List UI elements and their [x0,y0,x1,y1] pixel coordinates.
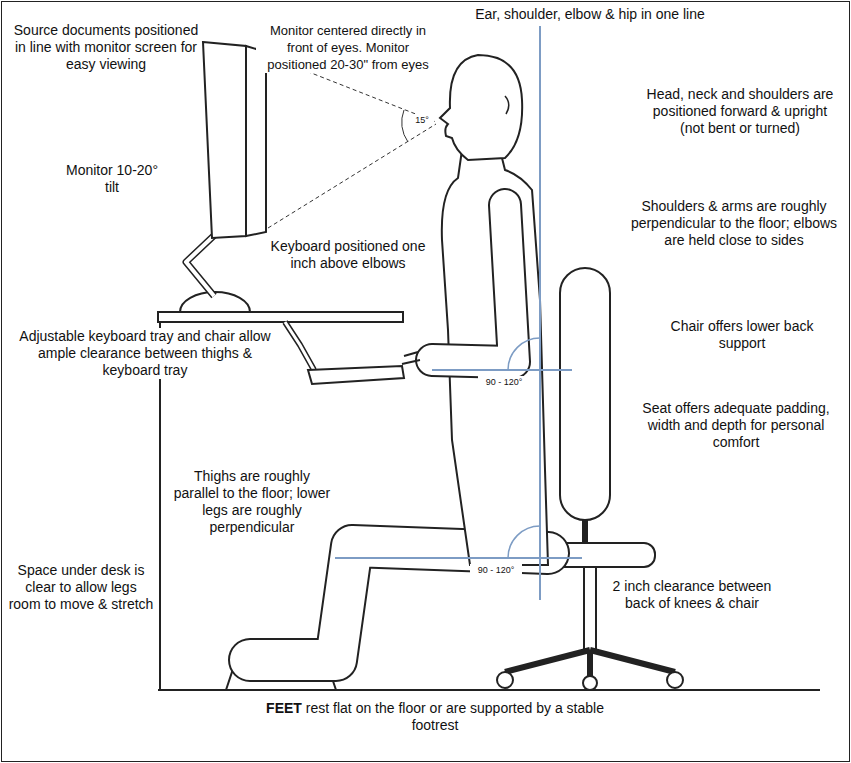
note-label: Monitor 10-20° tilt [66,162,158,196]
footnote: FEETrest flat on the floor or are suppor… [255,700,615,734]
note-label: Keyboard positioned one inch above elbow… [268,238,428,272]
desk-top [158,312,403,322]
head [440,55,522,160]
tray-arm [285,322,314,370]
legs [250,546,548,660]
chair-back [560,268,610,520]
note-label: Adjustable keyboard tray and chair allow… [14,328,276,379]
note-label: Seat offers adequate padding, width and … [630,400,842,451]
hip-line [335,557,582,559]
ear [505,96,509,114]
arm [432,205,514,362]
emphasis-word: FEET [266,700,302,716]
monitor-screen [246,46,266,236]
note-label: Chair offers lower back support [662,318,822,352]
sight-line [268,124,436,228]
angle-arc [402,110,408,142]
angle-arc [508,526,540,558]
angle-arc [508,338,540,370]
note-label: 2 inch clearance between back of knees &… [612,578,772,612]
keyboard-tray [308,366,404,384]
angle-label: 90 - 120° [478,376,530,388]
elbow-line [432,369,572,371]
alignment-line [539,26,541,600]
note-label: Shoulders & arms are roughly perpendicul… [626,198,842,249]
note-label: Ear, shoulder, elbow & hip in one line [400,6,780,23]
angle-label: 15° [410,114,434,126]
angle-label: 90 - 120° [470,564,522,576]
note-label: Thighs are roughly parallel to the floor… [170,468,334,536]
chair-post [584,567,596,652]
note-label: Source documents positioned in line with… [8,22,204,73]
note-label: Monitor centered directly in front of ey… [256,22,440,73]
monitor-back [203,42,246,238]
note-label: Space under desk is clear to allow legs … [8,562,154,613]
note-label: Head, neck and shoulders are positioned … [640,86,840,137]
hand [402,352,420,364]
chair-base [505,650,675,676]
footnote-text: rest flat on the floor or are supported … [306,700,604,733]
